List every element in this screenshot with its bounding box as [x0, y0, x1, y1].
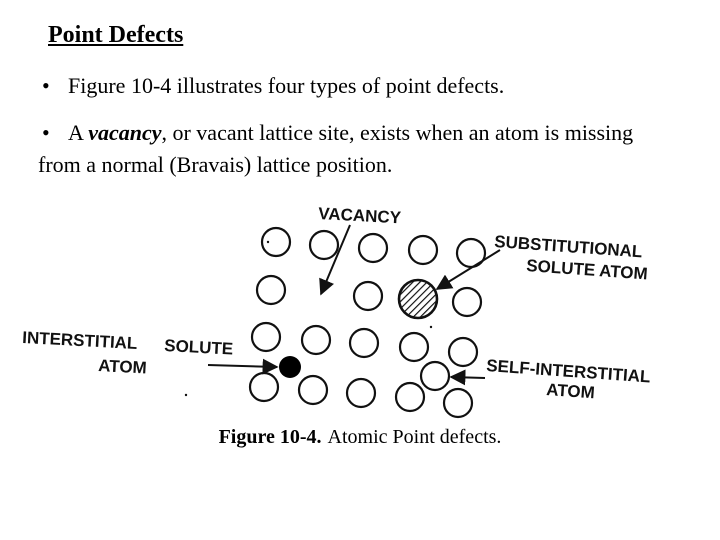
stray-marks: [184, 240, 433, 397]
figure-caption-number: Figure 10-4.: [218, 426, 322, 448]
bullet-marker: •: [42, 73, 50, 98]
point-defects-figure: VACANCY SUBSTITUTIONAL SOLUTE ATOM INTER…: [0, 185, 720, 425]
atom: [357, 232, 389, 264]
atom: [447, 336, 479, 368]
self-interstitial-atom: [419, 360, 451, 392]
substitutional-solute-atom: [397, 278, 439, 320]
bullet-marker: •: [42, 120, 50, 145]
self-interstitial-label-line2: ATOM: [546, 380, 596, 402]
bullet-prefix: A: [68, 120, 89, 145]
point-defects-diagram: VACANCY SUBSTITUTIONAL SOLUTE ATOM INTER…: [22, 204, 651, 419]
atom: [308, 229, 340, 261]
substitutional-arrow: [435, 249, 501, 290]
lattice-atoms: [248, 226, 487, 419]
atom: [255, 274, 287, 306]
atom: [442, 387, 474, 419]
atom: [260, 226, 292, 258]
atom: [345, 377, 377, 409]
bullet-text: Figure 10-4 illustrates four types of po…: [68, 73, 505, 98]
self-interstitial-arrow: [449, 369, 486, 386]
figure-caption: Figure 10-4.Atomic Point defects.: [0, 426, 720, 449]
atom: [451, 286, 483, 318]
atom: [300, 324, 332, 356]
vacancy-term: vacancy: [88, 120, 162, 145]
interstitial-solute-label: SOLUTE: [164, 336, 234, 359]
atom: [348, 327, 380, 359]
interstitial-label-line1: INTERSTITIAL: [22, 328, 138, 353]
atom: [297, 374, 329, 406]
interstitial-solute-atom: [279, 356, 301, 378]
atom: [352, 280, 384, 312]
interstitial-label-line2: ATOM: [98, 356, 147, 378]
bullet-text: , or vacant lattice site, exists when an…: [38, 120, 634, 177]
vacancy-label: VACANCY: [318, 204, 402, 227]
interstitial-arrow: [207, 358, 279, 375]
slide-title: Point Defects: [48, 22, 184, 48]
vacancy-arrow: [319, 224, 351, 296]
bullet-figure-intro: • Figure 10-4 illustrates four types of p…: [38, 70, 504, 102]
figure-caption-text: Atomic Point defects.: [327, 426, 502, 448]
callout-arrows: [207, 224, 501, 386]
bullet-vacancy-definition: • A vacancy, or vacant lattice site, exis…: [38, 117, 678, 181]
atom: [398, 331, 430, 363]
atom: [250, 321, 282, 353]
substitutional-label-line1: SUBSTITUTIONAL: [494, 232, 643, 261]
atom: [248, 371, 280, 403]
atom: [407, 234, 439, 266]
atom: [394, 381, 426, 413]
